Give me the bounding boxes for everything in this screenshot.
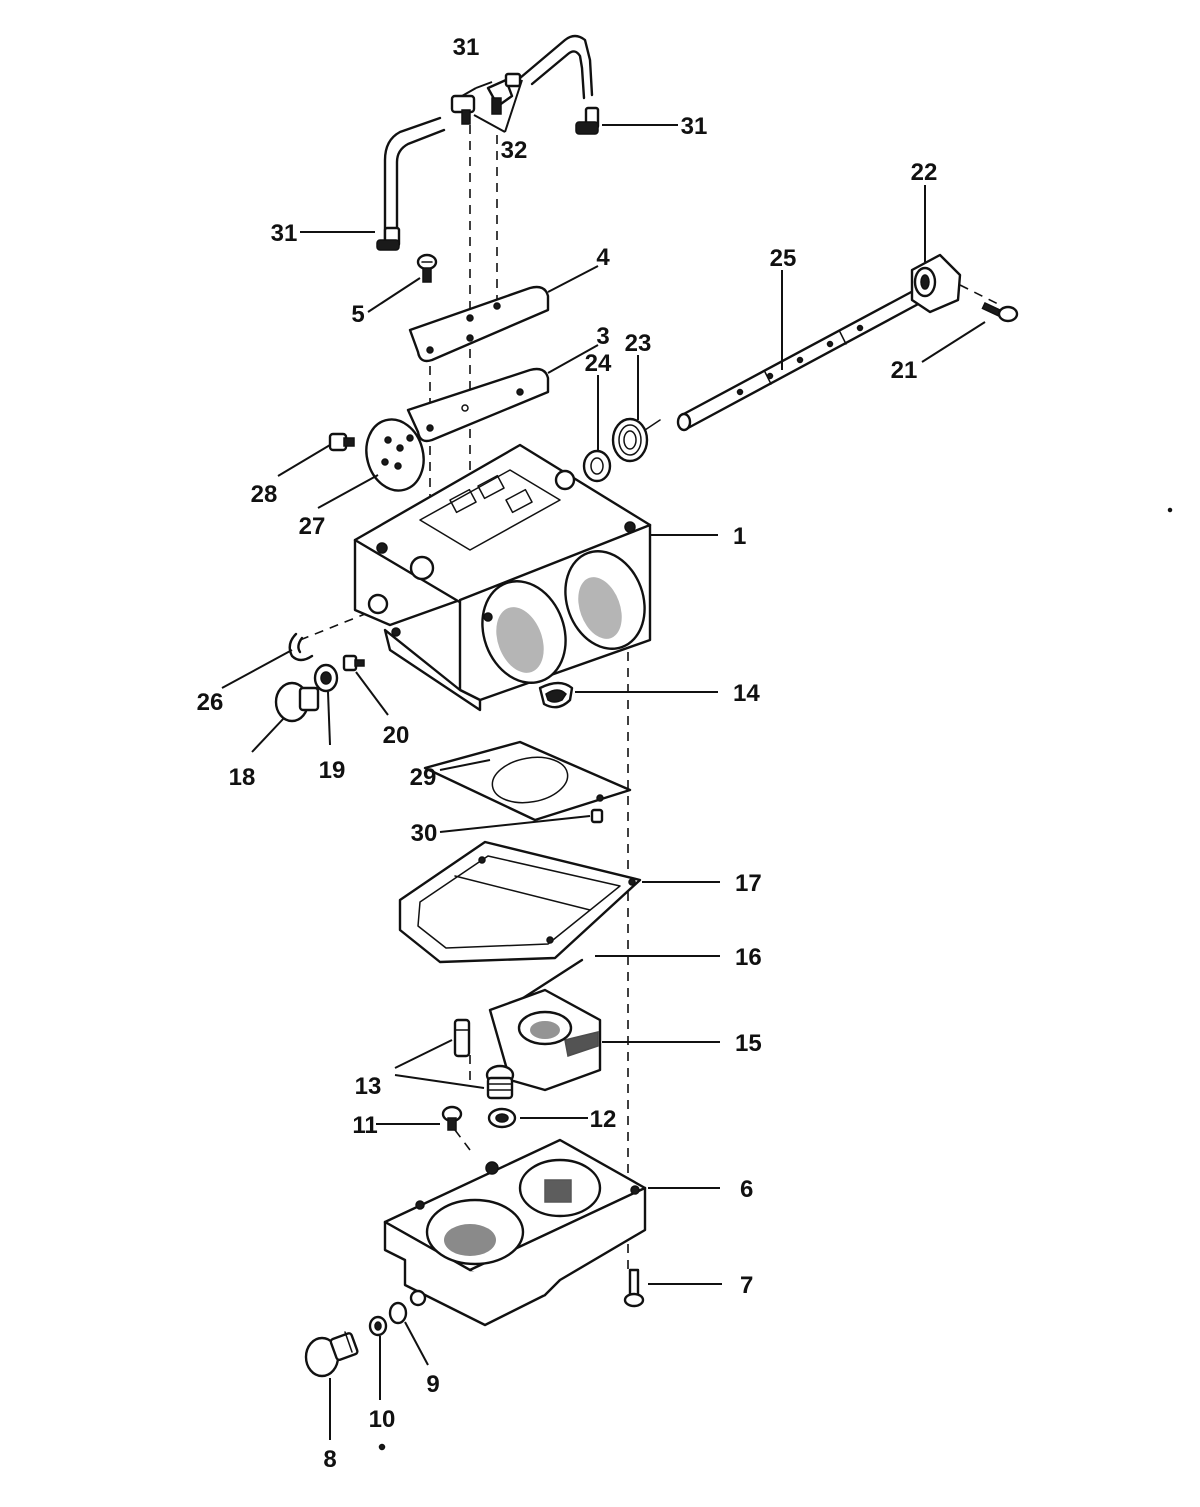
gasket-19 — [313, 663, 339, 693]
callout-27: 27 — [299, 513, 326, 540]
fitting-center-top — [486, 72, 522, 115]
callout-17: 17 — [735, 870, 762, 897]
washer-9 — [388, 1301, 408, 1325]
washer-24 — [582, 449, 612, 483]
screw-20 — [342, 654, 365, 672]
fitting-right — [575, 106, 600, 135]
vent-hoses-and-fittings — [376, 34, 600, 251]
callout-7: 7 — [740, 1272, 753, 1299]
screw-21 — [981, 302, 1019, 323]
screw-11 — [441, 1105, 463, 1131]
callout-22: 22 — [911, 159, 938, 186]
callout-31-left: 31 — [271, 220, 298, 247]
callout-13: 13 — [355, 1073, 382, 1100]
callout-28: 28 — [251, 481, 278, 508]
gasket-10 — [368, 1315, 388, 1337]
callout-19: 19 — [319, 757, 346, 784]
callout-26: 26 — [197, 689, 224, 716]
callout-18: 18 — [229, 764, 256, 791]
pin-16 — [518, 958, 584, 1002]
callout-10: 10 — [369, 1406, 396, 1433]
callout-11: 11 — [352, 1112, 377, 1139]
choke-shaft-25 — [676, 288, 924, 432]
callout-4: 4 — [596, 244, 610, 271]
callout-1: 1 — [733, 523, 746, 550]
gasket-17 — [398, 840, 642, 964]
callout-14: 14 — [733, 680, 760, 707]
callout-9: 9 — [426, 1371, 439, 1398]
gasket-plate-3 — [406, 367, 550, 443]
float-bowl-6 — [383, 1138, 647, 1327]
callout-6: 6 — [740, 1176, 753, 1203]
callout-20: 20 — [383, 722, 410, 749]
callout-labels: 1 3 4 5 6 7 8 9 10 11 12 13 14 15 16 17 … — [197, 34, 938, 1473]
callout-15: 15 — [735, 1030, 762, 1057]
callout-31-right: 31 — [681, 113, 708, 140]
callout-30: 30 — [411, 820, 438, 847]
callout-12: 12 — [590, 1106, 617, 1133]
callout-21: 21 — [891, 357, 918, 384]
diaphragm-plate-27 — [365, 418, 425, 492]
plug-18 — [274, 681, 320, 723]
callout-8: 8 — [323, 1446, 336, 1473]
callout-25: 25 — [770, 245, 797, 272]
insert-14 — [538, 681, 574, 709]
callout-16: 16 — [735, 944, 762, 971]
valve-seat-13 — [485, 1064, 515, 1100]
alignment-lines — [299, 125, 1001, 1275]
callout-5: 5 — [351, 301, 364, 328]
callout-31-top: 31 — [453, 34, 480, 61]
callout-24: 24 — [585, 350, 612, 377]
spring-23 — [611, 417, 661, 463]
leader-lines — [221, 79, 986, 1440]
callout-3: 3 — [596, 323, 609, 350]
callout-32: 32 — [501, 137, 528, 164]
top-cover-plate-4 — [408, 285, 550, 363]
stray-dot — [1167, 507, 1173, 513]
fitting-left-top — [450, 94, 476, 125]
washer-12 — [487, 1107, 517, 1129]
screw-28 — [328, 432, 355, 452]
screw-5 — [416, 253, 438, 283]
callout-29: 29 — [410, 764, 437, 791]
stray-dot — [378, 1443, 386, 1451]
screw-7 — [623, 1268, 645, 1308]
callout-23: 23 — [625, 330, 652, 357]
clip-26 — [288, 632, 314, 662]
screw-30 — [590, 808, 604, 824]
float-15 — [488, 988, 602, 1092]
needle-valve-13 — [453, 1018, 471, 1058]
fitting-left-bottom — [376, 226, 401, 251]
gasket-29 — [423, 740, 632, 822]
lever-arm-22 — [910, 253, 962, 314]
carburetor-main-body-1 — [353, 443, 652, 712]
drain-plug-8 — [304, 1331, 359, 1378]
